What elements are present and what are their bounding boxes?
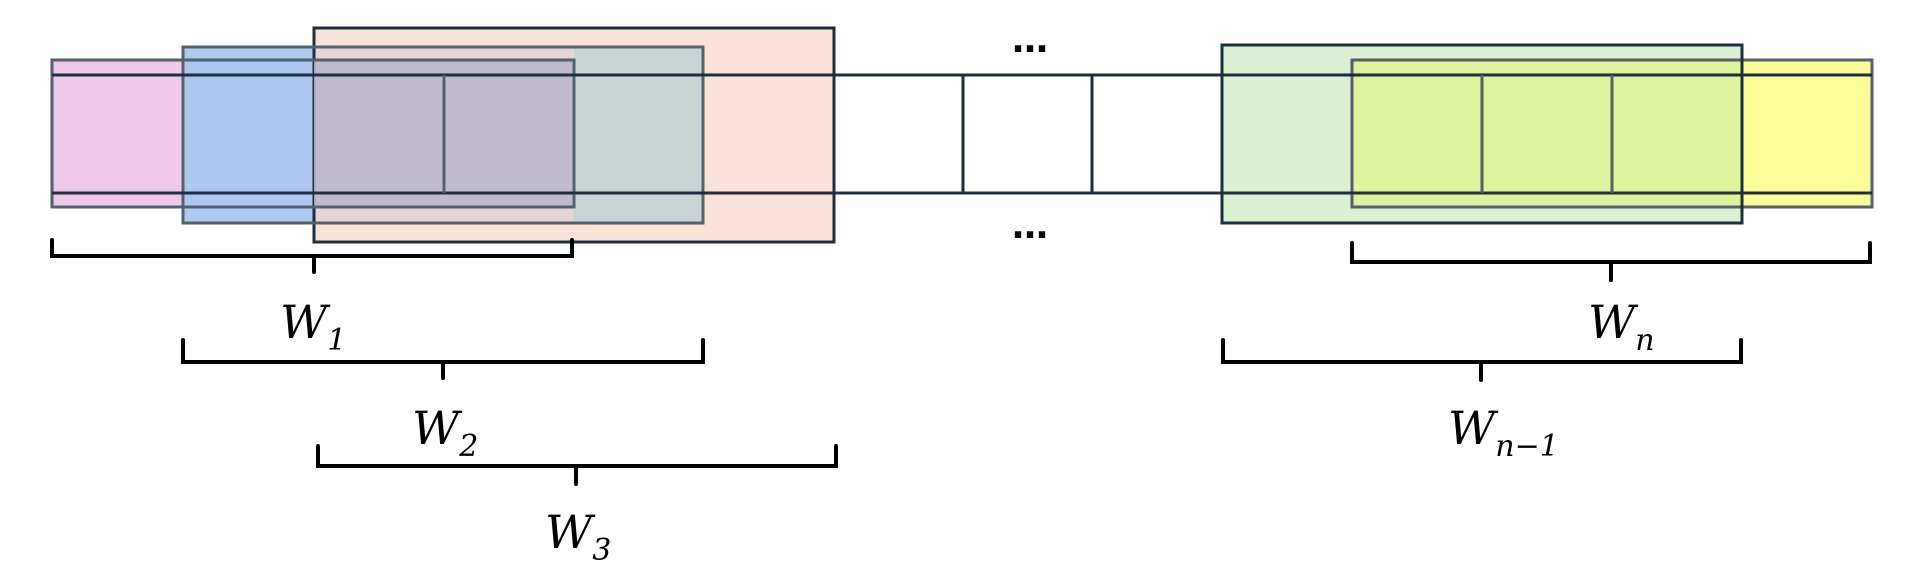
- window-wn-outline: [1350, 58, 1874, 209]
- sequence-strip: [52, 73, 1872, 195]
- overlap-w2-w3: [574, 47, 703, 223]
- braces: [50, 238, 1872, 486]
- label-w2: W2: [412, 401, 478, 464]
- ellipsis-top: …: [1012, 20, 1048, 61]
- overlap-wn1-wn: [1352, 60, 1742, 207]
- label-w3: W3: [545, 505, 611, 568]
- window-w2-outline: [181, 45, 705, 225]
- ellipsis-bottom: …: [1012, 206, 1048, 247]
- label-wn: Wn: [1588, 295, 1655, 358]
- brace-w2: [181, 338, 705, 380]
- window-wn1-outline: [1220, 43, 1744, 225]
- brace-wn: [1350, 241, 1872, 282]
- brace-w1: [50, 238, 574, 274]
- brace-w3: [316, 444, 838, 486]
- label-wn1: Wn−1: [1448, 401, 1559, 464]
- label-w1: W1: [280, 295, 346, 358]
- brace-wn1: [1221, 338, 1743, 382]
- window-w1-outline: [50, 58, 576, 209]
